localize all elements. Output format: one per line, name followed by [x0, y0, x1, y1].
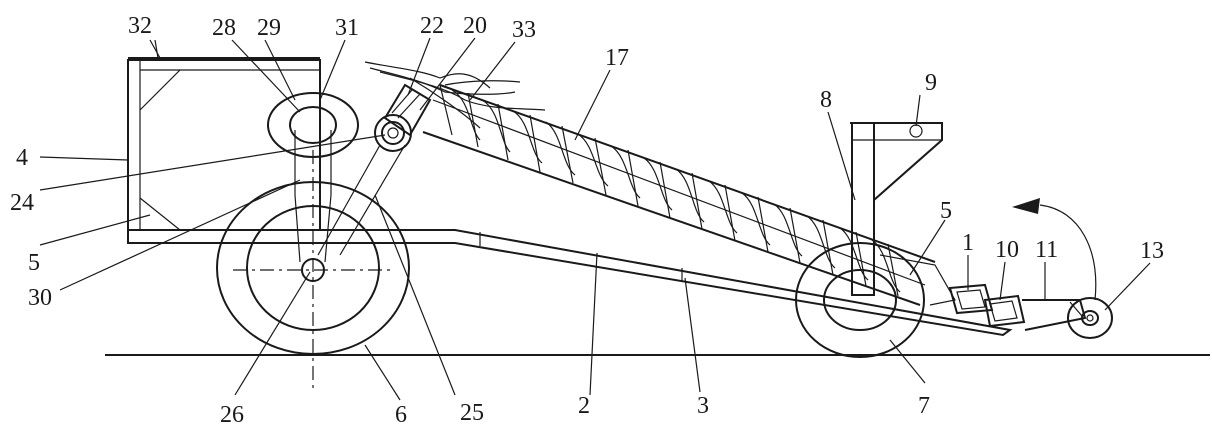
- label-6: 6: [395, 402, 407, 426]
- label-10: 10: [995, 237, 1019, 263]
- roof-bar: [128, 39, 320, 59]
- rotary-wheel: [1067, 297, 1113, 339]
- label-17: 17: [605, 45, 629, 71]
- label-4: 4: [16, 145, 28, 171]
- front-arm: [1022, 299, 1087, 331]
- cab-frame: [127, 59, 321, 231]
- front-wheel: [795, 242, 956, 358]
- rear-wheel: [216, 150, 410, 390]
- label-5-left: 5: [28, 250, 40, 276]
- label-13: 13: [1140, 238, 1164, 264]
- label-32: 32: [128, 13, 152, 39]
- label-3: 3: [697, 393, 709, 419]
- label-2: 2: [578, 393, 590, 419]
- mast: [850, 122, 943, 296]
- label-1: 1: [962, 230, 974, 256]
- label-25: 25: [460, 400, 484, 426]
- label-33: 33: [512, 17, 536, 43]
- auger-conveyor: [422, 84, 936, 306]
- plant-stems: [364, 61, 546, 129]
- label-5-right: 5: [940, 198, 952, 224]
- small-roller: [317, 114, 412, 256]
- bracket: [383, 83, 432, 137]
- digging-blocks: [948, 283, 1026, 328]
- label-7: 7: [918, 393, 930, 419]
- label-11: 11: [1035, 237, 1058, 263]
- rotation-arrow: [1012, 198, 1097, 301]
- leader-lines: [39, 37, 1151, 401]
- label-22: 22: [420, 13, 444, 39]
- upper-drum: [267, 92, 359, 263]
- label-24: 24: [10, 190, 34, 216]
- label-20: 20: [463, 13, 487, 39]
- main-frame: [127, 229, 1013, 337]
- label-30: 30: [28, 285, 52, 311]
- label-9: 9: [925, 70, 937, 96]
- label-26: 26: [220, 402, 244, 426]
- label-29: 29: [257, 15, 281, 41]
- label-31: 31: [335, 15, 359, 41]
- label-28: 28: [212, 15, 236, 41]
- label-8: 8: [820, 87, 832, 113]
